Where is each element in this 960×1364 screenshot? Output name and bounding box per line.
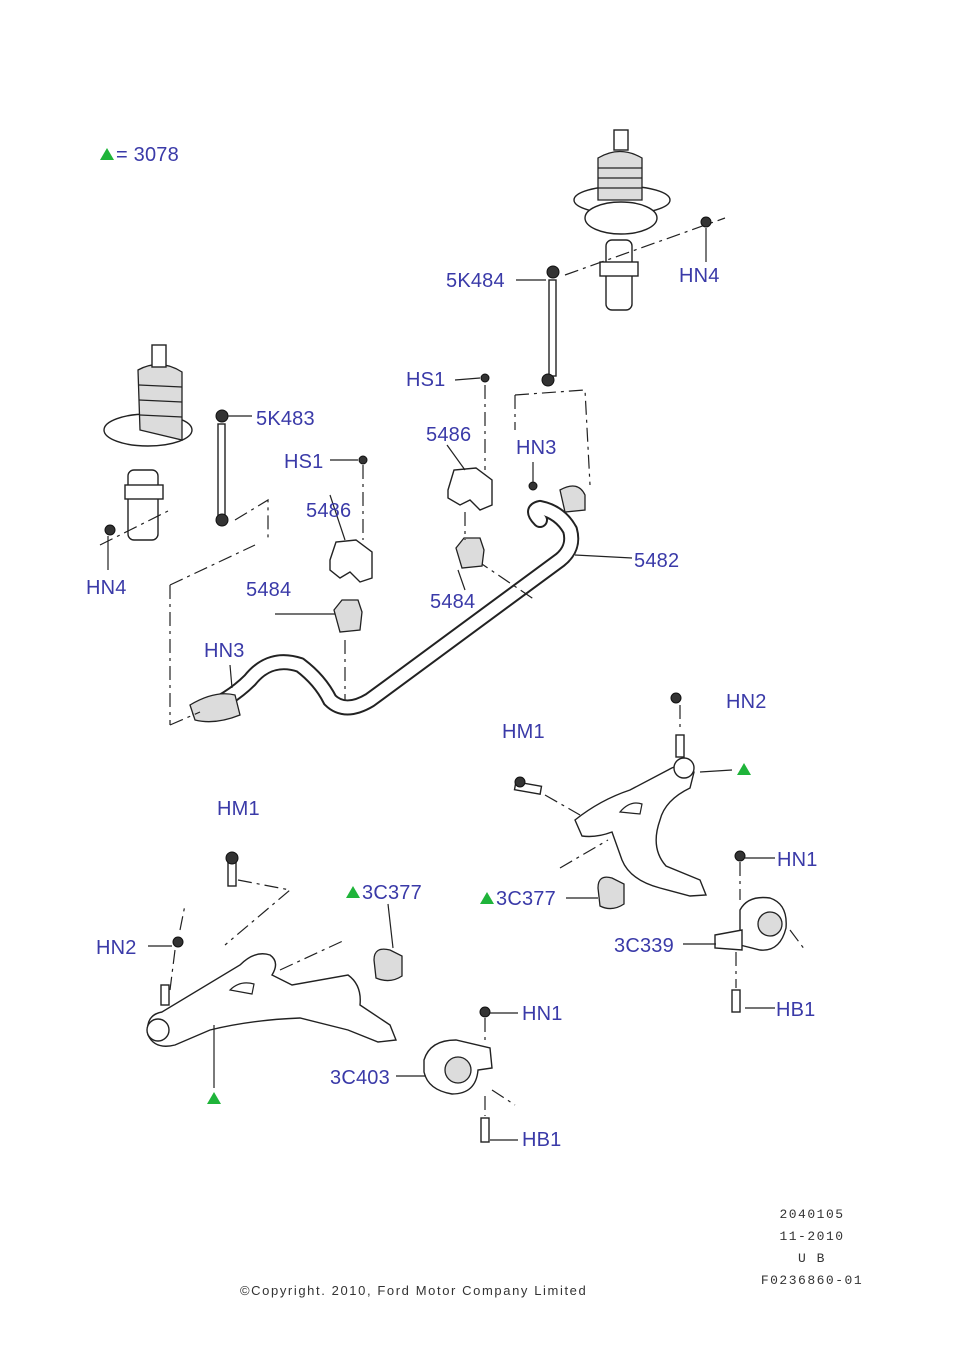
stabilizer-bar <box>169 485 633 726</box>
callout-5482: 5482 <box>634 550 680 572</box>
callout-hn2-left: HN2 <box>96 937 137 959</box>
callout-3c377-left-text: 3C377 <box>362 882 422 904</box>
callout-hn1-right: HN1 <box>777 849 818 871</box>
callout-3c377-right-text: 3C377 <box>496 888 556 910</box>
callout-hn4-right: HN4 <box>679 265 720 287</box>
callout-hs1-right: HS1 <box>406 369 446 391</box>
left-bar-clamp <box>275 455 373 700</box>
footer-date: 11-2010 <box>779 1229 845 1244</box>
footer-code: 2040105 <box>779 1207 845 1222</box>
callout-hm1-left: HM1 <box>217 798 260 820</box>
copyright: ©Copyright. 2010, Ford Motor Company Lim… <box>240 1283 588 1298</box>
left-drop-link <box>215 409 269 540</box>
left-control-arm <box>146 851 518 1143</box>
callout-hs1-left: HS1 <box>284 451 324 473</box>
right-drop-link <box>514 265 591 486</box>
callout-3c377-right: 3C377 <box>480 889 556 909</box>
green-triangle-icon <box>737 763 751 775</box>
callout-5486-right: 5486 <box>426 424 472 446</box>
callout-3c339: 3C339 <box>614 935 674 957</box>
right-control-arm <box>513 692 806 1013</box>
callout-5k484: 5K484 <box>446 270 505 292</box>
callout-hn4-left: HN4 <box>86 577 127 599</box>
callout-5484-left: 5484 <box>246 579 292 601</box>
green-triangle-icon <box>346 886 360 898</box>
callout-hn3-right: HN3 <box>516 437 557 459</box>
callout-5486-left: 5486 <box>306 500 352 522</box>
legend: = 3078 <box>100 145 179 165</box>
green-triangle-icon <box>207 1092 221 1104</box>
callout-3c377-left: 3C377 <box>346 883 422 903</box>
callout-hb1-left: HB1 <box>522 1129 562 1151</box>
callout-hn2-right: HN2 <box>726 691 767 713</box>
right-strut-assembly <box>564 129 726 311</box>
legend-text: = 3078 <box>116 144 179 166</box>
callout-5484-right: 5484 <box>430 591 476 613</box>
green-triangle-icon <box>480 892 494 904</box>
footer-region: U B <box>798 1251 826 1266</box>
left-strut-assembly <box>99 344 193 570</box>
callout-hb1-right: HB1 <box>776 999 816 1021</box>
callout-hn1-left: HN1 <box>522 1003 563 1025</box>
footer-figure: F0236860-01 <box>760 1273 864 1288</box>
callout-hm1-right: HM1 <box>502 721 545 743</box>
callout-5k483: 5K483 <box>256 408 315 430</box>
right-bar-clamp <box>229 373 538 689</box>
green-triangle-icon <box>100 148 114 160</box>
callout-3c403: 3C403 <box>330 1067 390 1089</box>
callout-hn3-left: HN3 <box>204 640 245 662</box>
